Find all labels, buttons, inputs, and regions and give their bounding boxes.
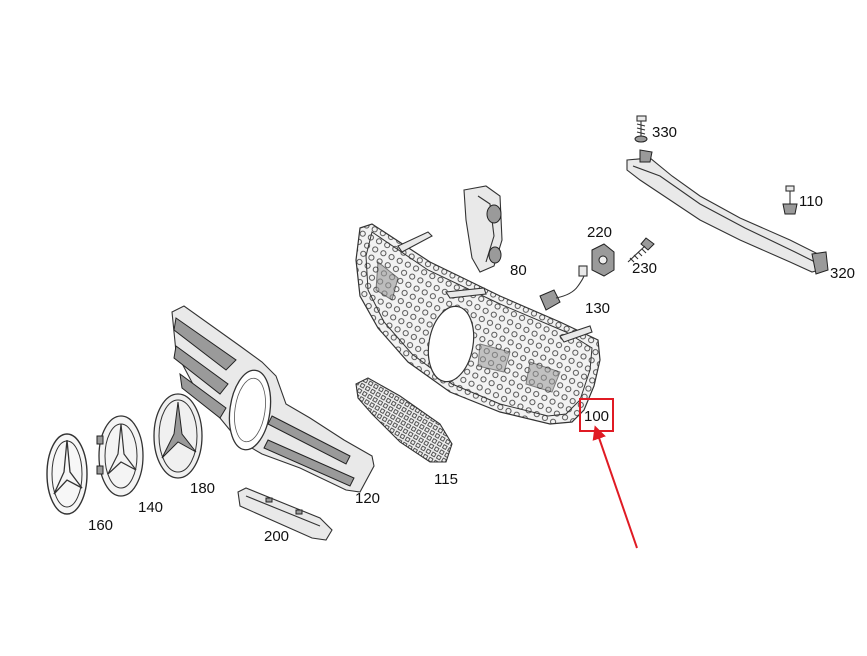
- part-130-sensor: [539, 265, 588, 311]
- part-140-emblem-carrier: [96, 415, 144, 497]
- part-320-bracket: [626, 149, 829, 275]
- part-220-sensor-bracket: [591, 243, 615, 277]
- part-80-bracket: [463, 185, 503, 273]
- part-label-330: 330: [652, 124, 677, 141]
- highlight-arrow: [592, 425, 638, 549]
- part-label-120: 120: [355, 490, 380, 507]
- part-180-star-emblem: [153, 393, 203, 479]
- part-label-100: 100: [584, 408, 609, 425]
- part-200-trim-strip: [237, 487, 333, 541]
- part-label-230: 230: [632, 260, 657, 277]
- part-label-130: 130: [585, 300, 610, 317]
- part-160-star-ring: [46, 433, 88, 515]
- part-115-lower-mesh: [355, 377, 453, 463]
- part-100-grille-frame: [355, 223, 601, 425]
- part-120-louvre-grille: [171, 305, 375, 493]
- part-110-clip: [782, 185, 798, 215]
- part-230-screw: [627, 237, 655, 263]
- part-330-screw: [634, 115, 648, 143]
- part-label-160: 160: [88, 517, 113, 534]
- part-label-200: 200: [264, 528, 289, 545]
- part-label-80: 80: [510, 262, 527, 279]
- part-label-320: 320: [830, 265, 855, 282]
- part-label-220: 220: [587, 224, 612, 241]
- part-label-110: 110: [799, 193, 823, 210]
- part-label-180: 180: [190, 480, 215, 497]
- part-label-140: 140: [138, 499, 163, 516]
- part-label-115: 115: [434, 471, 458, 488]
